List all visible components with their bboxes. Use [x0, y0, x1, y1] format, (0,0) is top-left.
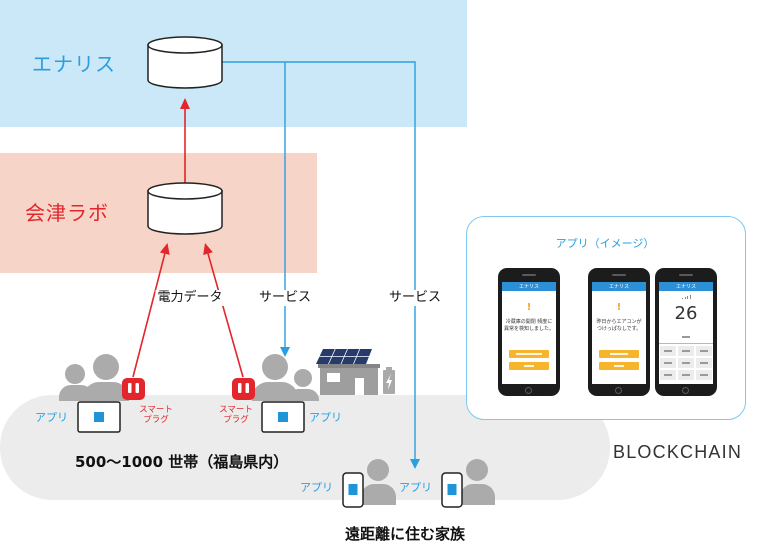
alert-icon: ! — [526, 302, 532, 313]
family-app-label-right: アプリ — [399, 481, 432, 494]
alert-message-line2: つけっぱなしです。 — [596, 326, 642, 332]
signal-icon — [682, 295, 691, 299]
battery-bolt — [386, 374, 392, 390]
phone-speaker — [612, 274, 626, 276]
remote-button — [660, 358, 676, 368]
phone-mockup-remote-control: エナリス 26 — [655, 268, 717, 396]
smart-plug-slot — [135, 383, 139, 393]
smart-plug-label-line1: スマート — [219, 405, 253, 415]
app-header-title: エナリス — [676, 283, 696, 290]
home-button — [615, 387, 622, 394]
signal-bar — [689, 295, 691, 299]
remote-button — [696, 346, 712, 356]
remote-button — [696, 370, 712, 380]
remote-button — [660, 346, 676, 356]
signal-bar — [684, 296, 686, 299]
house-body — [320, 368, 378, 395]
person-head — [65, 364, 85, 384]
phone-speaker — [522, 274, 536, 276]
person-icon — [83, 354, 129, 401]
battery-body — [383, 370, 395, 394]
smart-plug-label-line2: プラグ — [223, 415, 249, 425]
phone-mockup-aircon-alert: エナリス ! 昨日からエアコンが つけっぱなしです。 — [588, 268, 650, 396]
battery-icon — [383, 367, 395, 394]
phone-screen: エナリス ! 冷蔵庫の開閉 頻度に 異常を検知しました。 — [502, 282, 556, 384]
remote-button — [678, 346, 694, 356]
service-arrowhead-households — [280, 347, 290, 357]
button-text-placeholder — [516, 353, 542, 355]
smart-plug-label-line2: プラグ — [143, 415, 169, 425]
house-roof — [318, 364, 380, 368]
button-text-placeholder — [524, 365, 534, 367]
phone-screen: エナリス ! 昨日からエアコンが つけっぱなしです。 — [592, 282, 646, 384]
smart-plug-slot — [238, 383, 242, 393]
alert-message-line1: 冷蔵庫の開閉 頻度に — [505, 319, 553, 325]
home-button — [682, 387, 689, 394]
person-head — [93, 354, 119, 380]
home-button — [525, 387, 532, 394]
smart-plug-label-left: スマート プラグ — [139, 405, 173, 425]
remote-button — [678, 370, 694, 380]
remote-button-grid — [660, 346, 712, 380]
smart-plug-slot — [245, 383, 249, 393]
smart-plug-label-right: スマート プラグ — [219, 405, 253, 425]
service-label-family: サービス — [386, 290, 444, 306]
app-header: エナリス — [659, 282, 713, 291]
remote-button — [660, 370, 676, 380]
button-text-placeholder — [614, 365, 624, 367]
person-head — [294, 369, 312, 387]
phone-mockup-fridge-alert: エナリス ! 冷蔵庫の開閉 頻度に 異常を検知しました。 — [498, 268, 560, 396]
household-app-label-right: アプリ — [309, 411, 342, 424]
family-app-label-left: アプリ — [300, 481, 333, 494]
solar-panel-grid — [328, 348, 336, 365]
house-window — [327, 373, 340, 382]
person-head — [262, 354, 288, 380]
person-icon — [252, 354, 298, 401]
alert-message-line2: 異常を検知しました。 — [504, 326, 554, 332]
house-door — [355, 378, 364, 395]
solar-panel-grid — [340, 348, 348, 365]
solar-panel — [316, 349, 372, 364]
button-text-placeholder — [610, 353, 628, 355]
solar-panel-grid — [353, 348, 361, 365]
signal-bar — [687, 295, 689, 299]
enaris-label: エナリス — [32, 52, 116, 76]
remote-button — [678, 358, 694, 368]
alert-icon: ! — [616, 302, 622, 313]
temperature-value: 26 — [674, 303, 698, 324]
households-caption: 500〜1000 世帯（福島県内） — [75, 453, 289, 471]
solar-house-icon — [316, 348, 380, 395]
phone-action-button — [599, 350, 639, 358]
divider — [659, 343, 713, 344]
signal-bar — [682, 297, 684, 299]
remote-button — [696, 358, 712, 368]
phone-action-button — [599, 362, 639, 370]
app-header-title: エナリス — [519, 283, 539, 290]
phone-speaker — [679, 274, 693, 276]
smart-plug-slot — [128, 383, 132, 393]
phone-screen: エナリス 26 — [659, 282, 713, 384]
smart-plug-label-line1: スマート — [139, 405, 173, 415]
phone-action-button — [509, 350, 549, 358]
service-label-households: サービス — [256, 290, 314, 306]
alert-message-line1: 昨日からエアコンが — [596, 319, 642, 325]
app-header: エナリス — [502, 282, 556, 291]
temperature-caption-placeholder — [682, 336, 690, 338]
aizu-lab-label: 会津ラボ — [25, 201, 109, 225]
family-caption: 遠距離に住む家族 — [345, 525, 466, 543]
app-preview-title: アプリ（イメージ） — [555, 237, 655, 250]
app-header-title: エナリス — [609, 283, 629, 290]
app-header: エナリス — [592, 282, 646, 291]
battery-terminal — [386, 367, 392, 370]
power-data-label: 電力データ — [155, 290, 225, 306]
phone-action-button — [509, 362, 549, 370]
household-app-label-left: アプリ — [35, 411, 68, 424]
blockchain-label: BLOCKCHAIN — [613, 442, 743, 462]
